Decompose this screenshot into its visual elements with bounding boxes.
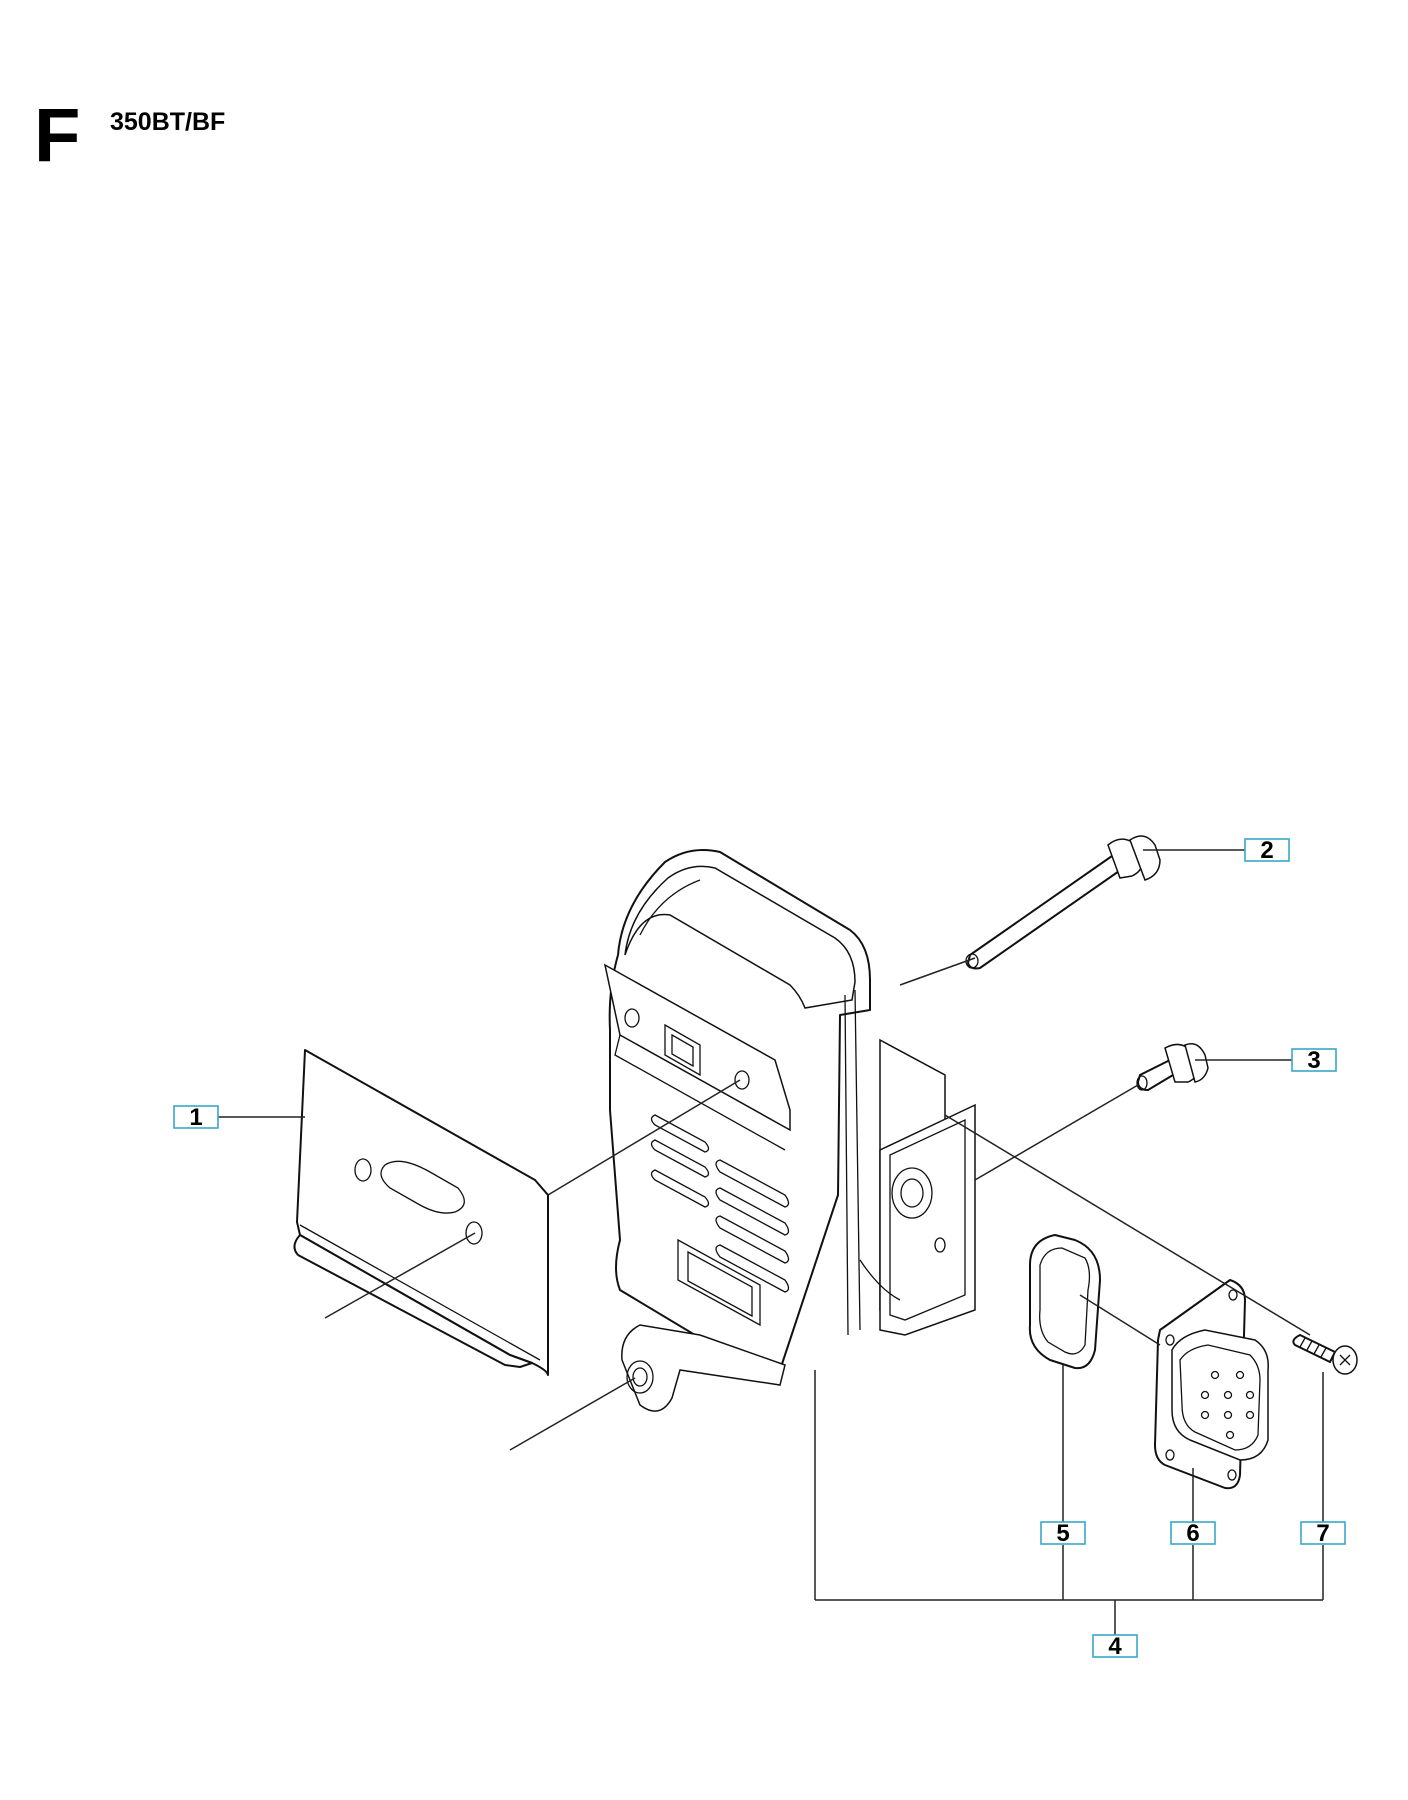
cap-part-5[interactable] [1028, 1234, 1101, 1370]
callout-label-1: 1 [189, 1104, 202, 1131]
callout-7[interactable]: 7 [1300, 1520, 1346, 1547]
callout-5[interactable]: 5 [1040, 1520, 1086, 1547]
callout-label-7: 7 [1316, 1520, 1329, 1547]
callout-label-4: 4 [1108, 1633, 1122, 1660]
model-label: 350BT/BF [110, 108, 226, 136]
spark-arrestor-part-6[interactable] [1154, 1279, 1269, 1490]
callout-3[interactable]: 3 [1291, 1047, 1337, 1074]
section-letter: F [34, 93, 81, 178]
callout-2[interactable]: 2 [1244, 837, 1290, 864]
screw-part-7[interactable] [1292, 1334, 1358, 1375]
callout-label-2: 2 [1260, 837, 1273, 864]
muffler-body-part-4[interactable] [603, 849, 976, 1412]
callout-1[interactable]: 1 [173, 1104, 219, 1131]
callout-4[interactable]: 4 [1092, 1633, 1138, 1660]
bolt-part-3[interactable] [1136, 1043, 1209, 1091]
callout-6[interactable]: 6 [1170, 1520, 1216, 1547]
gasket-part-1[interactable] [293, 1049, 549, 1376]
callout-label-3: 3 [1307, 1047, 1320, 1074]
callout-label-5: 5 [1056, 1520, 1069, 1547]
leader-lines [218, 849, 1324, 1635]
bolt-part-2[interactable] [965, 835, 1161, 970]
callout-label-6: 6 [1186, 1520, 1199, 1547]
